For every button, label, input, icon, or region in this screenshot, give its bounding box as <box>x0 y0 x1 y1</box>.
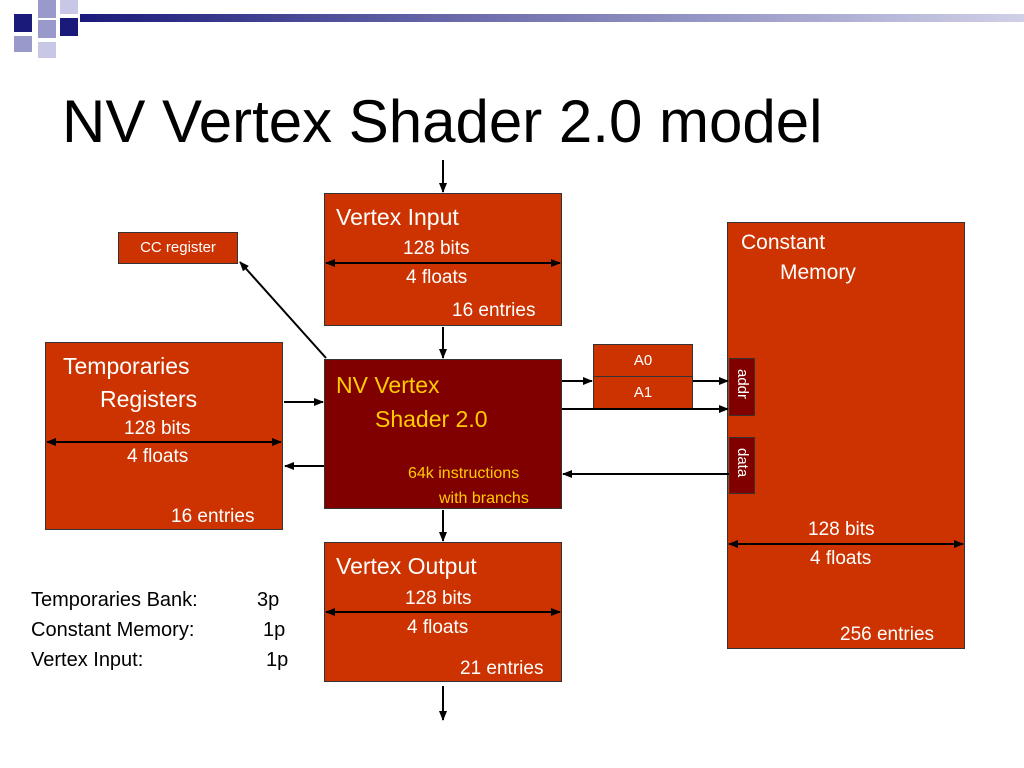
addr-port-label: addr <box>734 369 751 400</box>
port-count-value: 1p <box>266 649 289 671</box>
temporaries-title-line2: Registers <box>100 386 198 412</box>
vertex-input-bits: 128 bits <box>403 238 470 259</box>
port-count-label: Temporaries Bank: <box>31 589 198 611</box>
port-count-label: Constant Memory: <box>31 619 195 641</box>
address-register-a1: A1 <box>593 376 693 409</box>
vertex-input-entries: 16 entries <box>452 300 536 321</box>
shader-title-line2: Shader 2.0 <box>375 406 488 432</box>
temporaries-box: Temporaries Registers 128 bits 4 floats … <box>45 342 283 530</box>
vertex-input-box: Vertex Input 128 bits 4 floats 16 entrie… <box>324 193 562 326</box>
vertex-output-entries: 21 entries <box>460 658 544 679</box>
deco-square-light <box>38 42 56 58</box>
deco-square-light <box>38 0 56 18</box>
constant-memory-bits: 128 bits <box>808 519 875 540</box>
cc-register-box: CC register <box>118 232 238 264</box>
vertex-output-title: Vertex Output <box>336 553 477 579</box>
constant-memory-box: Constant Memory 128 bits 4 floats 256 en… <box>727 222 965 649</box>
temporaries-entries: 16 entries <box>171 506 255 527</box>
shader-box: NV Vertex Shader 2.0 64k instructions wi… <box>324 359 562 509</box>
deco-square-navy <box>14 14 32 32</box>
data-port: data <box>729 437 755 494</box>
vertex-output-bits: 128 bits <box>405 588 472 609</box>
constant-memory-title-line2: Memory <box>780 261 856 284</box>
port-count-value: 1p <box>263 619 286 641</box>
vertex-output-box: Vertex Output 128 bits 4 floats 21 entri… <box>324 542 562 682</box>
addr-port: addr <box>729 358 755 416</box>
header-gradient-bar <box>80 14 1024 22</box>
deco-square-navy <box>60 18 78 36</box>
temporaries-floats: 4 floats <box>127 446 189 467</box>
address-register-a0: A0 <box>593 344 693 377</box>
shader-title-line1: NV Vertex <box>336 372 440 398</box>
a0-label: A0 <box>633 352 653 369</box>
port-count-label: Vertex Input: <box>31 649 144 671</box>
slide-title: NV Vertex Shader 2.0 model <box>62 88 823 155</box>
vertex-input-title: Vertex Input <box>336 204 459 230</box>
deco-square-light <box>38 20 56 38</box>
cc-register-label: CC register <box>140 239 216 256</box>
vertex-output-floats: 4 floats <box>407 617 469 638</box>
constant-memory-floats: 4 floats <box>810 548 872 569</box>
constant-memory-entries: 256 entries <box>840 624 935 645</box>
deco-square-light <box>60 0 78 14</box>
temporaries-bits: 128 bits <box>124 418 191 439</box>
deco-square-light <box>14 36 32 52</box>
shader-note-line2: with branchs <box>439 490 529 507</box>
data-port-label: data <box>734 448 751 478</box>
constant-memory-title-line1: Constant <box>741 231 826 254</box>
port-count-value: 3p <box>257 589 280 611</box>
temporaries-title-line1: Temporaries <box>63 353 190 379</box>
vertex-input-floats: 4 floats <box>406 267 468 288</box>
a1-label: A1 <box>633 384 653 401</box>
shader-note-line1: 64k instructions <box>408 465 520 482</box>
